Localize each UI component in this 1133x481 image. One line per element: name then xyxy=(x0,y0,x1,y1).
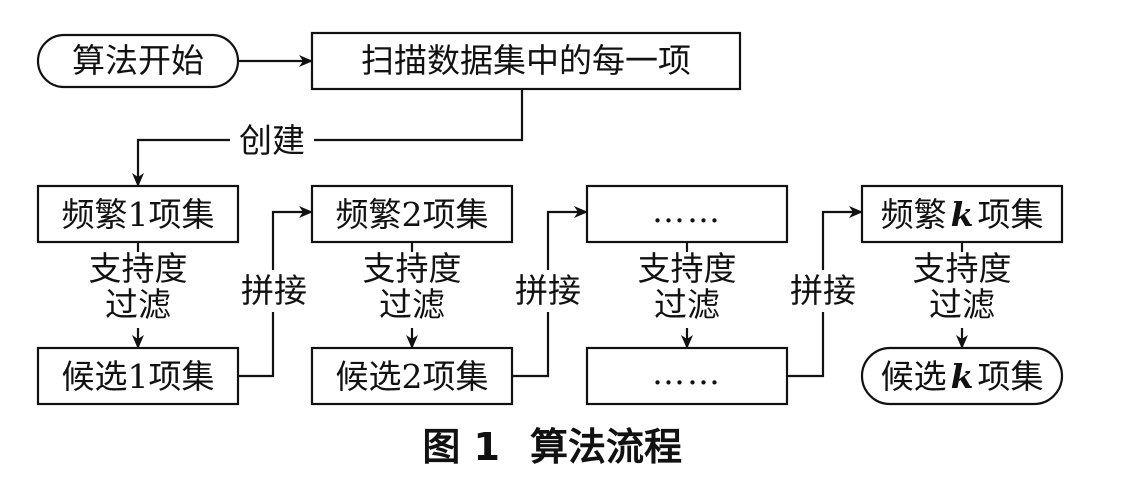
freq2-node xyxy=(310,184,514,244)
freq-dots-label: …… xyxy=(652,191,722,230)
support-label-4b: 过滤 xyxy=(929,285,995,324)
support-label-1b: 过滤 xyxy=(105,285,171,324)
freqk-node xyxy=(860,184,1064,244)
cand1-label: 候选1项集 xyxy=(62,357,215,396)
support-label-2b: 过滤 xyxy=(379,285,445,324)
cand2-label: 候选2项集 xyxy=(336,357,489,396)
support-label-1a: 支持度 xyxy=(89,249,188,288)
freq1-label: 频繁1项集 xyxy=(62,195,215,234)
support-label-2a: 支持度 xyxy=(363,249,462,288)
edge-scan-freq1 xyxy=(132,89,524,187)
start-label: 算法开始 xyxy=(72,41,204,80)
freq2-label: 频繁2项集 xyxy=(336,195,489,234)
join-label-3: 拼接 xyxy=(790,271,856,310)
figure-number: 图 1 xyxy=(422,425,500,469)
cand-dots-label: …… xyxy=(652,353,722,392)
support-label-3b: 过滤 xyxy=(654,285,720,324)
create-label: 创建 xyxy=(239,121,305,160)
scan-node xyxy=(310,31,742,91)
support-label-3a: 支持度 xyxy=(638,249,737,288)
scan-label: 扫描数据集中的每一项 xyxy=(361,41,691,80)
support-label-4a: 支持度 xyxy=(913,249,1012,288)
join-label-1: 拼接 xyxy=(241,271,307,310)
freq1-node xyxy=(36,184,240,244)
join-label-2: 拼接 xyxy=(515,271,581,310)
figure-title: 算法流程 xyxy=(530,425,682,469)
cand1-node xyxy=(36,346,240,406)
